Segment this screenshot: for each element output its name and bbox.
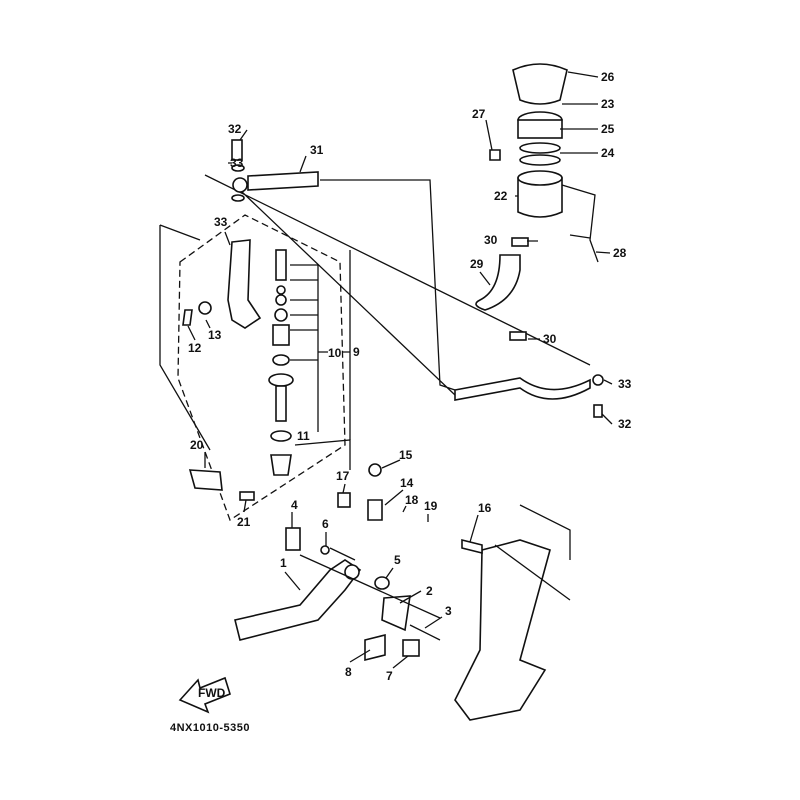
part-label: 13 (208, 328, 222, 342)
part-label: 9 (353, 345, 360, 359)
part-label: 22 (494, 189, 508, 203)
assembly-outline (177, 214, 346, 521)
part-label: 23 (601, 97, 615, 111)
part-label: 15 (399, 448, 413, 462)
part-label: 33 (230, 156, 244, 170)
part-label: 10 (328, 346, 342, 360)
footrest-bracket (454, 539, 551, 721)
part-label: 30 (543, 332, 557, 346)
part-label: 3 (445, 604, 452, 618)
part-label: 7 (386, 669, 393, 683)
part-label: 32 (618, 417, 632, 431)
part-label: 33 (618, 377, 632, 391)
part-label: 12 (188, 341, 202, 355)
leader-lines (187, 71, 613, 669)
part-number-labels: 26 23 27 25 24 22 30 28 29 30 32 33 31 3… (188, 70, 632, 683)
part-label: 26 (601, 70, 615, 84)
part-label: 32 (228, 122, 242, 136)
piston-kit (268, 249, 294, 476)
part-label: 4 (291, 498, 298, 512)
part-label: 8 (345, 665, 352, 679)
part-label: 19 (424, 499, 438, 513)
part-label: 17 (336, 469, 350, 483)
upper-hose (247, 171, 319, 191)
part-label: 5 (394, 553, 401, 567)
part-label: 16 (478, 501, 492, 515)
part-label: 1 (280, 556, 287, 570)
part-label: 31 (310, 143, 324, 157)
svg-text:FWD: FWD (198, 686, 226, 700)
reservoir-assembly (475, 63, 599, 341)
part-label: 27 (472, 107, 486, 121)
diagram-code: 4NX1010-5350 (170, 722, 250, 734)
part-label: 20 (190, 438, 204, 452)
assembly-bracket (159, 224, 211, 451)
part-label: 11 (297, 429, 310, 443)
fwd-arrow: FWD (178, 676, 231, 714)
part-label: 18 (405, 493, 419, 507)
part-label: 6 (322, 517, 329, 531)
brake-pedal (234, 559, 362, 641)
part-label: 21 (237, 515, 251, 529)
brake-hose (454, 377, 591, 401)
part-label: 30 (484, 233, 498, 247)
part-label: 28 (613, 246, 627, 260)
part-label: 24 (601, 146, 615, 160)
part-label: 25 (601, 122, 615, 136)
part-label: 2 (426, 584, 433, 598)
part-label: 29 (470, 257, 484, 271)
part-label: 14 (400, 476, 414, 490)
master-cylinder (227, 239, 262, 329)
part-label: 33 (214, 215, 228, 229)
